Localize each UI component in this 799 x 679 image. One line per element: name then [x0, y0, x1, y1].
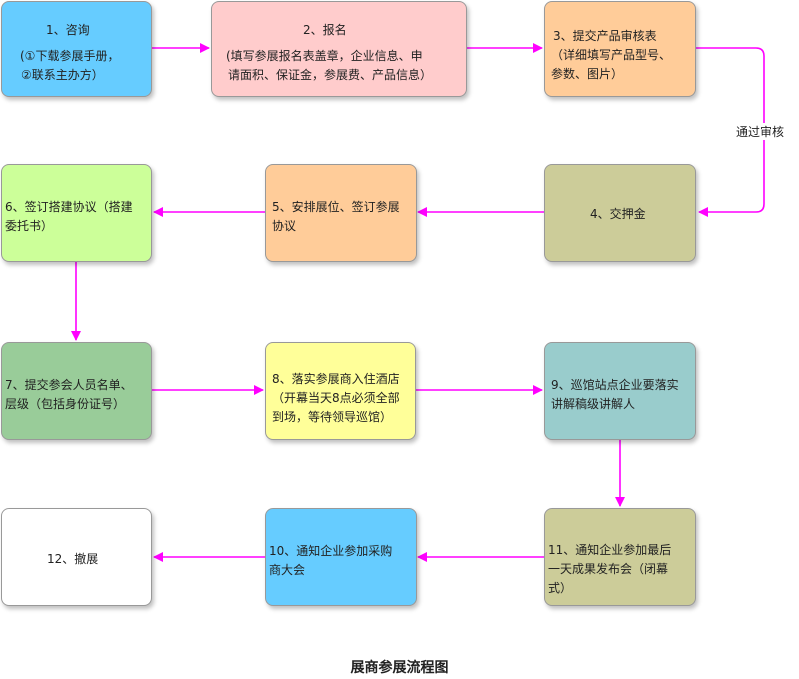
step-2-line-3: 请面积、保证金，参展费、产品信息）	[228, 68, 433, 82]
step-11-line-2: 一天成果发布会（闭幕	[548, 562, 669, 576]
step-9-tour-stations[interactable]: 9、巡馆站点企业要落实 讲解稿级讲解人	[544, 342, 696, 440]
step-7-attendee-list[interactable]: 7、提交参会人员名单、 层级（包括身份证号）	[1, 342, 152, 440]
step-12-dismantle[interactable]: 12、撤展	[1, 508, 152, 606]
step-2-line-1: 2、报名	[303, 23, 347, 37]
step-11-line-1: 11、通知企业参加最后	[548, 543, 672, 557]
step-6-build-agreement[interactable]: 6、签订搭建协议（搭建 委托书）	[1, 164, 152, 262]
step-1-line-3: ②联系主办方）	[21, 68, 104, 82]
step-4-line-1: 4、交押金	[590, 207, 646, 221]
step-10-line-1: 10、通知企业参加采购	[269, 544, 393, 558]
step-5-line-2: 协议	[272, 219, 297, 233]
step-7-line-2: 层级（包括身份证号）	[5, 397, 126, 411]
step-6-line-1: 6、签订搭建协议（搭建	[5, 200, 133, 214]
step-12-line-1: 12、撤展	[47, 552, 99, 566]
step-6-line-2: 委托书）	[5, 219, 54, 233]
step-1-line-2: (①下载参展手册，	[20, 49, 120, 63]
step-2-line-2: (填写参展报名表盖章，企业信息、申	[226, 49, 423, 63]
step-5-line-1: 5、安排展位、签订参展	[272, 200, 400, 214]
diagram-title: 展商参展流程图	[350, 660, 449, 676]
edge-label-approved: 通过审核	[736, 123, 785, 140]
step-8-hotel[interactable]: 8、落实参展商入住酒店 （开幕当天8点必须全部 到场，等待领导巡馆）	[265, 342, 416, 440]
step-3-product-review[interactable]: 3、提交产品审核表 （详细填写产品型号、 参数、图片）	[544, 1, 696, 97]
step-3-line-1: 3、提交产品审核表	[553, 29, 657, 43]
step-10-line-2: 商大会	[269, 563, 306, 577]
step-3-line-2: （详细填写产品型号、	[551, 48, 672, 62]
step-3-line-3: 参数、图片）	[551, 67, 624, 81]
step-7-line-1: 7、提交参会人员名单、	[5, 378, 133, 392]
step-11-line-3: 式）	[548, 581, 573, 595]
step-8-line-3: 到场，等待领导巡馆）	[272, 410, 393, 424]
step-1-line-1: 1、咨询	[46, 23, 90, 37]
step-2-register[interactable]: 2、报名 (填写参展报名表盖章，企业信息、申 请面积、保证金，参展费、产品信息）	[211, 1, 467, 97]
step-5-booth-agreement[interactable]: 5、安排展位、签订参展 协议	[265, 164, 417, 262]
step-1-consult[interactable]: 1、咨询 (①下载参展手册， ②联系主办方）	[1, 1, 152, 97]
step-11-closing-release[interactable]: 11、通知企业参加最后 一天成果发布会（闭幕 式）	[544, 508, 696, 606]
step-9-line-2: 讲解稿级讲解人	[551, 397, 636, 411]
step-10-buyer-conference[interactable]: 10、通知企业参加采购 商大会	[265, 508, 417, 606]
step-4-deposit[interactable]: 4、交押金	[544, 164, 696, 262]
step-9-line-1: 9、巡馆站点企业要落实	[551, 378, 679, 392]
step-8-line-2: （开幕当天8点必须全部	[272, 391, 400, 405]
step-8-line-1: 8、落实参展商入住酒店	[272, 372, 400, 386]
